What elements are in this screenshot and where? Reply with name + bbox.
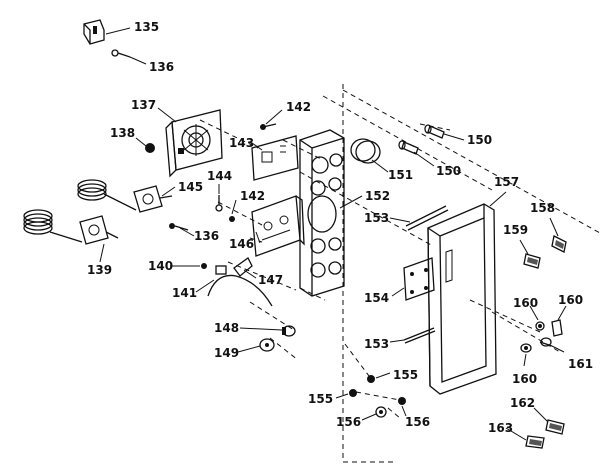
label-155-right: 155 [393, 368, 418, 382]
part-146-subpanel [251, 195, 305, 257]
part-144-screw [215, 195, 223, 212]
label-157: 157 [494, 175, 519, 189]
label-154: 154 [364, 291, 389, 305]
label-148: 148 [214, 321, 239, 335]
label-160-lower: 160 [512, 372, 537, 386]
part-140-screw [201, 263, 207, 269]
part-160-pin-right [551, 319, 563, 337]
part-142-screw-upper [260, 123, 277, 130]
label-150-upper: 150 [467, 133, 492, 147]
part-141-wire [207, 265, 273, 307]
label-150-lower: 150 [436, 164, 461, 178]
label-155-left: 155 [308, 392, 333, 406]
part-150-lamp-upper [424, 124, 445, 139]
label-163: 163 [488, 421, 513, 435]
label-146: 146 [229, 237, 254, 251]
label-142-upper: 142 [286, 100, 311, 114]
label-149: 149 [214, 346, 239, 360]
part-153-rod-upper [405, 205, 449, 231]
part-161-bushing [539, 337, 553, 347]
label-152: 152 [365, 189, 390, 203]
part-150-lamp-lower [398, 140, 419, 155]
label-156-left: 156 [336, 415, 361, 429]
part-148-lamp [282, 325, 296, 337]
label-160-right: 160 [558, 293, 583, 307]
part-155-nut-right [367, 375, 375, 383]
part-136-screw-lower [169, 223, 189, 231]
label-140: 140 [148, 259, 173, 273]
part-158-clip [551, 235, 567, 253]
label-135: 135 [134, 20, 159, 34]
part-137-control [165, 109, 223, 178]
part-162-clip [545, 419, 565, 435]
label-145: 145 [178, 180, 203, 194]
label-137: 137 [131, 98, 156, 112]
label-153-lower: 153 [364, 337, 389, 351]
part-152-control-panel [299, 129, 345, 297]
label-139: 139 [87, 263, 112, 277]
part-156-washer-left [375, 406, 387, 418]
label-147: 147 [258, 273, 283, 287]
leader-lines [99, 27, 567, 441]
part-147-connector [233, 257, 253, 277]
part-136-screw-top [111, 49, 131, 58]
part-142-screw-lower [229, 216, 235, 222]
label-161: 161 [568, 357, 593, 371]
label-160-left: 160 [513, 296, 538, 310]
part-156-washer-right [398, 397, 406, 405]
label-136-lower: 136 [194, 229, 219, 243]
part-163-clip [525, 435, 545, 449]
part-149-socket [259, 338, 275, 352]
label-153-upper: 153 [364, 211, 389, 225]
label-143: 143 [229, 136, 254, 150]
part-143-plate [251, 135, 299, 181]
part-139-thermostat [23, 209, 119, 245]
label-159: 159 [503, 223, 528, 237]
label-138: 138 [110, 126, 135, 140]
label-144: 144 [207, 169, 232, 183]
part-151-lens [350, 138, 381, 164]
label-162: 162 [510, 396, 535, 410]
assembly-guide-lines [199, 84, 601, 463]
label-156-right: 156 [405, 415, 430, 429]
part-157-door [427, 203, 497, 395]
part-135-switch [83, 19, 105, 45]
part-154-bracket [403, 257, 435, 301]
label-142-lower: 142 [240, 189, 265, 203]
part-160-pin-lower [520, 343, 532, 353]
part-labels: 135 136 137 138 142 143 144 142 145 136 … [87, 20, 593, 435]
part-159-clip [523, 253, 541, 269]
part-138-knob [145, 143, 155, 153]
part-160-pin-left [535, 321, 545, 331]
part-153-rod-lower [403, 327, 436, 344]
label-136-top: 136 [149, 60, 174, 74]
label-141: 141 [172, 286, 197, 300]
label-151: 151 [388, 168, 413, 182]
part-155-nut-left [349, 389, 357, 397]
label-158: 158 [530, 201, 555, 215]
part-145-thermostat [77, 179, 173, 213]
